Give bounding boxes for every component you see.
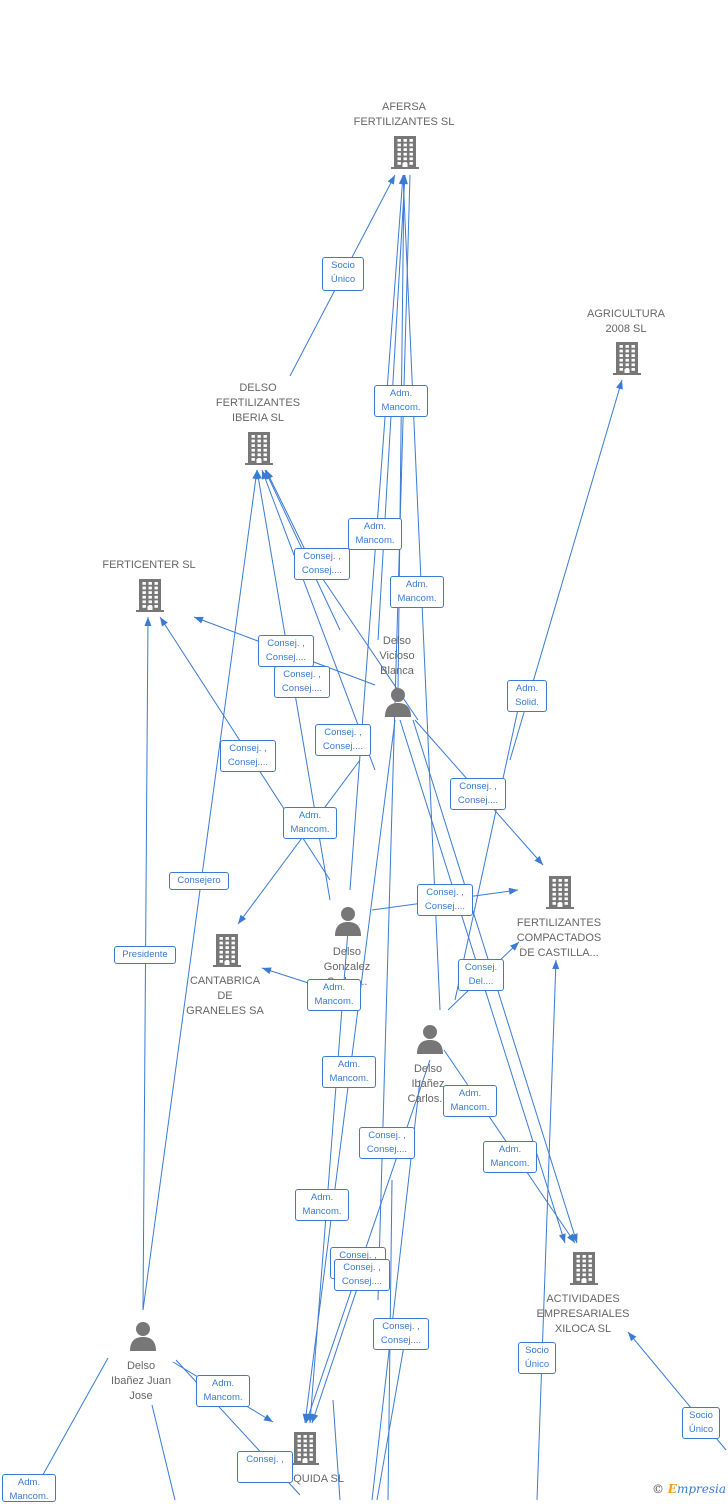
relation-badge[interactable]: Consej. , Consej.... — [359, 1127, 415, 1159]
relation-edge — [265, 469, 311, 561]
relation-edge — [377, 174, 411, 1301]
company-label[interactable]: DELSO FERTILIZANTES IBERIA SL — [215, 382, 301, 424]
arrowhead — [534, 855, 543, 865]
relation-badge[interactable]: Adm. Mancom. — [307, 979, 361, 1011]
relation-badge[interactable]: Adm. Mancom. — [348, 518, 402, 550]
relation-edge — [332, 1399, 341, 1500]
building-icon[interactable] — [545, 875, 575, 914]
relation-edge — [309, 929, 349, 1424]
relation-badge[interactable]: Consej. , Consej.... — [220, 740, 276, 772]
arrowhead — [160, 617, 168, 627]
building-icon[interactable] — [612, 341, 642, 380]
relation-badge[interactable]: Adm. Mancom. — [295, 1189, 349, 1221]
relation-edge — [305, 1059, 431, 1424]
building-icon[interactable] — [290, 1431, 320, 1470]
person-icon[interactable] — [383, 686, 413, 723]
arrowhead — [263, 1414, 273, 1422]
building-icon[interactable] — [244, 431, 274, 470]
relation-badge[interactable]: Consej. , Consej.... — [258, 635, 314, 667]
relation-badge[interactable]: Socio Único — [322, 257, 364, 291]
arrowhead — [305, 1413, 313, 1423]
relation-badge[interactable]: Consej. , — [237, 1451, 293, 1483]
person-icon[interactable] — [333, 905, 363, 942]
arrowhead — [387, 175, 395, 185]
person-icon[interactable] — [128, 1320, 158, 1357]
company-label[interactable]: FERTICENTER SL — [102, 559, 196, 571]
relation-badge[interactable]: Consej. , Consej.... — [315, 724, 371, 756]
relation-badge[interactable]: Consej. , Consej.... — [450, 778, 506, 810]
relation-badge[interactable]: Socio Único — [518, 1342, 556, 1374]
relation-edge — [376, 1339, 406, 1500]
brand-logo-text: mpresia — [676, 1482, 726, 1496]
relation-badge[interactable]: Adm. Mancom. — [390, 576, 444, 608]
relation-badge[interactable]: Consej. , Consej.... — [294, 548, 350, 580]
arrowhead — [194, 616, 204, 624]
relation-badge[interactable]: Adm. Mancom. — [2, 1474, 56, 1502]
arrowhead — [311, 1413, 319, 1423]
relation-edge — [237, 759, 361, 925]
arrowhead — [262, 967, 272, 975]
relation-edge — [261, 469, 376, 771]
relation-edge — [536, 959, 557, 1500]
company-label[interactable]: ...QUIDA SL — [284, 1473, 344, 1485]
person-icon[interactable] — [415, 1023, 445, 1060]
brand-footer: © Empresia — [652, 1482, 726, 1496]
relation-badge[interactable]: Adm. Mancom. — [322, 1056, 376, 1088]
relation-edge — [151, 1404, 176, 1500]
arrowhead — [266, 470, 274, 480]
building-icon[interactable] — [390, 135, 420, 174]
relation-badge[interactable]: Adm. Solid. — [507, 680, 547, 712]
relation-badge[interactable]: Socio Único — [682, 1407, 720, 1439]
relation-badge[interactable]: Adm. Mancom. — [443, 1085, 497, 1117]
arrowhead — [399, 175, 407, 185]
company-label[interactable]: CANTABRICA DE GRANELES SA — [186, 975, 264, 1017]
company-label[interactable]: AFERSA FERTILIZANTES SL — [353, 101, 455, 128]
relation-badge[interactable]: Adm. Mancom. — [483, 1141, 537, 1173]
relation-badge[interactable]: Consej. Del.... — [458, 959, 504, 991]
relation-badge[interactable]: Consej. , Consej.... — [373, 1318, 429, 1350]
arrowhead — [567, 1233, 575, 1243]
arrowhead — [252, 470, 260, 480]
relation-badge[interactable]: Adm. Mancom. — [283, 807, 337, 839]
arrowhead — [552, 960, 560, 970]
person-label[interactable]: Delso Vicioso Blanca — [379, 635, 415, 677]
copyright-symbol: © — [651, 1482, 664, 1496]
building-icon[interactable] — [135, 578, 165, 617]
relation-edge — [39, 1357, 109, 1481]
building-icon[interactable] — [569, 1251, 599, 1290]
arrowhead — [628, 1332, 637, 1342]
arrowhead — [144, 617, 152, 627]
arrowhead — [508, 887, 518, 895]
arrowhead — [558, 1233, 566, 1243]
relation-badge[interactable]: Adm. Mancom. — [374, 385, 428, 417]
arrowhead — [616, 380, 623, 390]
relation-badge[interactable]: Consejero — [169, 872, 229, 890]
relation-edge — [142, 469, 258, 1311]
relation-badge[interactable]: Adm. Mancom. — [196, 1375, 250, 1407]
relation-badge[interactable]: Consej. , Consej.... — [417, 884, 473, 916]
arrowhead — [238, 914, 247, 924]
building-icon[interactable] — [212, 933, 242, 972]
company-label[interactable]: ACTIVIDADES EMPRESARIALES XILOCA SL — [536, 1293, 630, 1335]
relation-badge[interactable]: Presidente — [114, 946, 176, 964]
relation-badge[interactable]: Consej. , Consej.... — [274, 666, 330, 698]
company-label[interactable]: FERTILIZANTES COMPACTADOS DE CASTILLA... — [516, 917, 602, 959]
relation-badge[interactable]: Consej. , Consej.... — [334, 1259, 390, 1291]
person-label[interactable]: Delso Ibañez Carlos... — [407, 1063, 449, 1105]
company-label[interactable]: AGRICULTURA 2008 SL — [586, 308, 666, 335]
person-label[interactable]: Delso Ibañez Juan Jose — [111, 1360, 171, 1402]
edges-layer — [39, 174, 727, 1500]
arrowhead — [510, 942, 519, 951]
relation-edge — [454, 699, 521, 1001]
brand-logo-e: E — [667, 1482, 677, 1496]
